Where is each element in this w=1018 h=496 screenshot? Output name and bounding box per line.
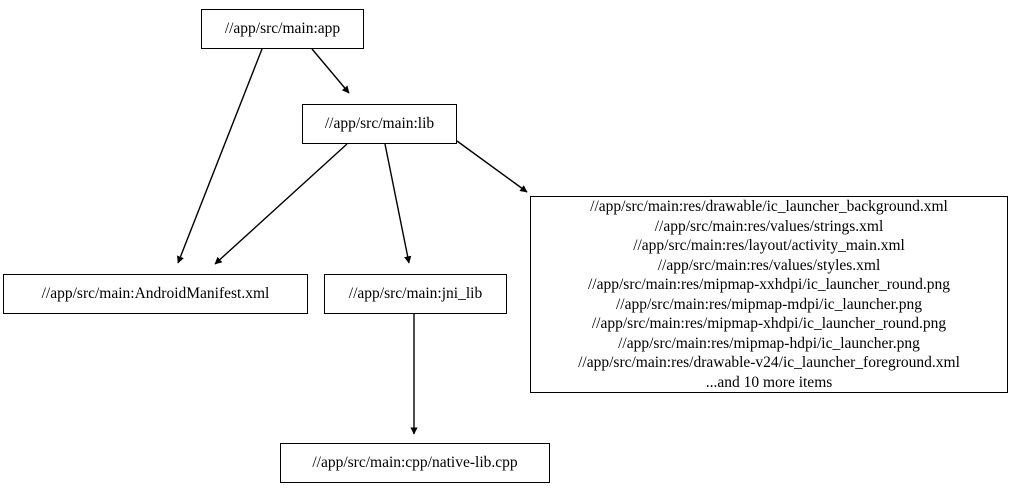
node-android-manifest[interactable]: //app/src/main:AndroidManifest.xml <box>3 274 308 314</box>
node-lib-label: //app/src/main:lib <box>324 115 435 133</box>
node-jni-lib[interactable]: //app/src/main:jni_lib <box>324 274 507 314</box>
node-app-label: //app/src/main:app <box>224 20 341 38</box>
edge-app-to-manifest <box>177 48 263 264</box>
node-lib[interactable]: //app/src/main:lib <box>302 104 457 144</box>
edge-lib-to-res-cluster <box>456 140 528 193</box>
node-res-cluster-label: //app/src/main:res/drawable/ic_launcher_… <box>578 198 960 391</box>
node-native-lib-cpp[interactable]: //app/src/main:cpp/native-lib.cpp <box>280 443 550 483</box>
node-res-cluster[interactable]: //app/src/main:res/drawable/ic_launcher_… <box>530 196 1008 393</box>
node-jni-lib-label: //app/src/main:jni_lib <box>348 285 483 303</box>
edge-lib-to-manifest <box>214 143 348 265</box>
node-native-lib-cpp-label: //app/src/main:cpp/native-lib.cpp <box>312 454 518 472</box>
edge-app-to-lib <box>311 48 350 94</box>
edge-lib-to-jni-lib <box>384 143 412 264</box>
node-android-manifest-label: //app/src/main:AndroidManifest.xml <box>41 285 270 303</box>
node-app[interactable]: //app/src/main:app <box>201 9 364 49</box>
